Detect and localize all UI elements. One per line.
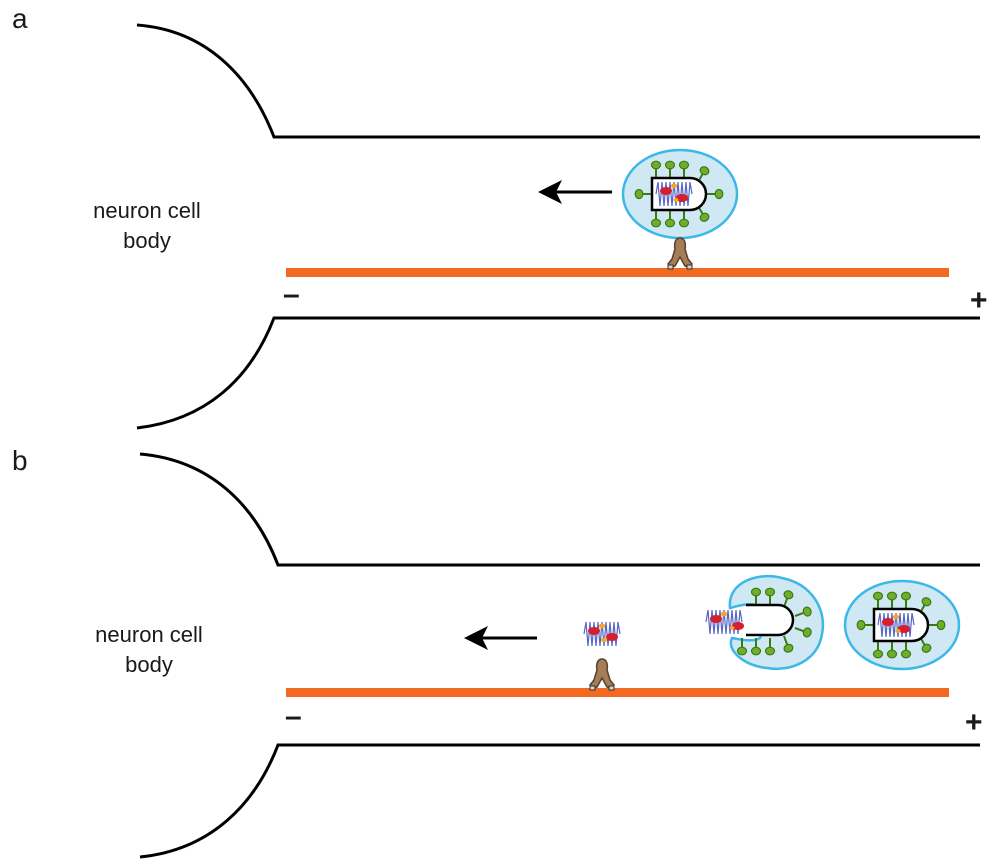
microtubule — [286, 268, 949, 277]
minus-end-label: – — [283, 278, 300, 311]
dynein-motor-icon — [667, 237, 693, 270]
microtubule — [286, 688, 949, 697]
left-arrow-icon — [464, 626, 537, 650]
panel-label: b — [12, 445, 28, 476]
panel-label: a — [12, 3, 28, 34]
cell-body-label: neuron cell — [95, 622, 203, 647]
minus-end-label: – — [285, 700, 302, 733]
cell-body-outline-upper — [136, 23, 980, 139]
plus-end-label: + — [970, 284, 988, 317]
released-capsid — [583, 621, 621, 647]
left-arrow-icon — [538, 180, 612, 204]
cell-body-label: body — [125, 652, 173, 677]
cell-body-outline-lower — [139, 743, 980, 859]
panel-b: b neuron cell body – + — [12, 445, 983, 859]
enveloped-virion — [843, 579, 961, 671]
cell-body-label: neuron cell — [93, 198, 201, 223]
panel-a: a neuron cell body – + — [12, 3, 988, 430]
cell-body-label: body — [123, 228, 171, 253]
cell-body-outline-lower — [136, 316, 980, 430]
plus-end-label: + — [965, 706, 983, 739]
cell-body-outline-upper — [139, 452, 980, 567]
uncoating-virion — [705, 574, 825, 670]
dynein-motor-icon — [589, 658, 615, 691]
nucleocapsid — [746, 603, 795, 637]
enveloped-virion — [621, 148, 739, 240]
